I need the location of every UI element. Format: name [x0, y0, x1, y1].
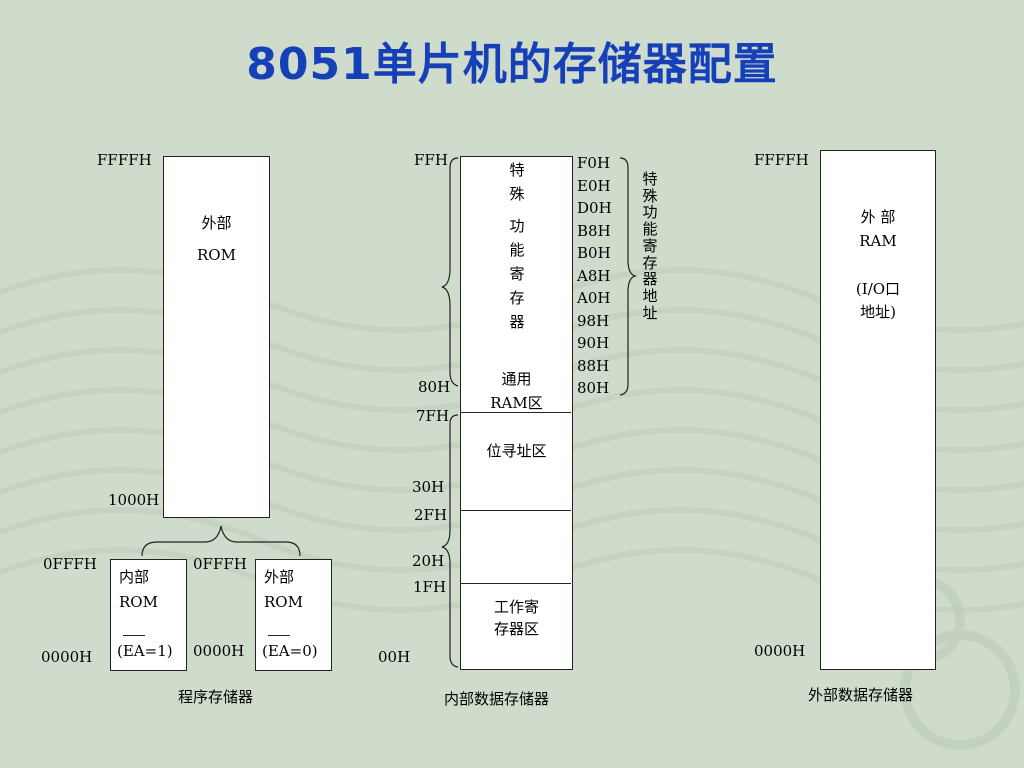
internal-data-memory-caption: 内部数据存储器	[444, 690, 550, 708]
addr-20h: 20H	[412, 552, 445, 570]
external-ram-note-1: (I/O口	[855, 280, 901, 298]
addr-80h-left: 80H	[418, 378, 451, 396]
divider-20h	[460, 583, 571, 584]
sfr-address-list: F0H E0H D0H B8H B0H A8H A0H 98H 90H 88H …	[577, 154, 612, 397]
work-registers-label-1: 工作寄	[493, 598, 539, 616]
sfr-vertical-label: 特 殊 功 能 寄 存 器	[509, 161, 525, 331]
addr-ffh: FFH	[414, 151, 448, 169]
external-data-memory-caption: 外部数据存储器	[808, 686, 914, 704]
internal-rom-ea: (EA=1)	[117, 642, 173, 660]
addr-00h: 00H	[378, 648, 411, 666]
addr-0000h-external-ram: 0000H	[754, 642, 806, 660]
external-rom-low-sub: ROM	[264, 593, 303, 611]
work-registers-label-2: 存器区	[493, 620, 539, 638]
addr-2fh: 2FH	[414, 506, 448, 524]
external-rom-low-ea: (EA=0)	[262, 642, 318, 660]
external-rom-low-name: 外部	[264, 568, 295, 586]
general-ram-label-1: 通用	[501, 370, 532, 388]
external-rom-low-box: 外部 ROM (EA=0)	[255, 559, 332, 671]
program-memory-caption: 程序存储器	[178, 688, 254, 706]
addr-30h: 30H	[412, 478, 445, 496]
addr-ffffh-program: FFFFH	[97, 151, 152, 169]
addr-1fh: 1FH	[413, 578, 447, 596]
addr-0000h-right: 0000H	[193, 642, 245, 660]
internal-ram-box	[460, 156, 573, 670]
internal-rom-sub: ROM	[119, 593, 158, 611]
external-rom-name: 外部	[201, 214, 232, 232]
program-memory-brace	[141, 525, 301, 557]
ea-overline-0	[268, 635, 290, 636]
addr-0fffh-left: 0FFFH	[43, 555, 97, 573]
addr-0000h-left: 0000H	[41, 648, 93, 666]
divider-80h	[460, 412, 571, 413]
external-ram-name: 外 部	[860, 208, 896, 226]
external-ram-sub: RAM	[859, 232, 897, 250]
addr-7fh: 7FH	[416, 407, 450, 425]
addr-ffffh-external-ram: FFFFH	[754, 151, 809, 169]
external-rom-box: 外部 ROM	[163, 156, 270, 518]
bit-addressable-area: 位寻址区	[486, 442, 547, 460]
low-ram-brace	[441, 414, 459, 668]
sfr-address-vertical-label: 特 殊 功 能 寄 存 器 地 址	[642, 170, 658, 322]
divider-30h	[460, 510, 571, 511]
sfr-address-brace	[619, 157, 638, 396]
addr-0fffh-right: 0FFFH	[193, 555, 247, 573]
external-ram-box: 外 部 RAM (I/O口 地址)	[820, 150, 936, 670]
external-rom-sub: ROM	[197, 246, 236, 264]
page-title: 8051单片机的存储器配置	[246, 39, 778, 90]
internal-rom-box: 内部 ROM (EA=1)	[110, 559, 187, 671]
internal-rom-name: 内部	[119, 568, 150, 586]
sfr-range-brace	[441, 157, 459, 387]
external-ram-note-2: 地址)	[860, 303, 896, 321]
ea-overline-1	[123, 635, 145, 636]
addr-1000h: 1000H	[108, 491, 160, 509]
general-ram-label-2: RAM区	[490, 394, 543, 412]
